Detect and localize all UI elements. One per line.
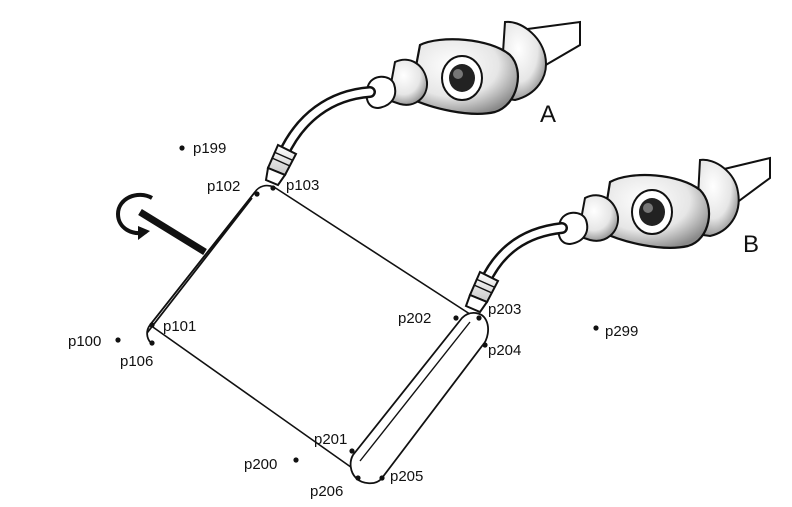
dot-p103	[270, 185, 276, 191]
dot-p199	[179, 145, 185, 151]
dot-p102	[254, 191, 260, 197]
dot-p202	[453, 315, 459, 321]
dot-p201	[349, 448, 355, 454]
robot-arm-a	[264, 20, 581, 187]
panel-outline	[149, 184, 477, 471]
label-p200: p200	[244, 456, 277, 473]
point-markers	[115, 145, 599, 481]
robot-arm-b	[464, 156, 771, 314]
point-labels: p199 p102 p103 p101 p100 p106 p202 p203 …	[68, 140, 638, 500]
dot-p100	[115, 337, 121, 343]
dot-p205	[379, 475, 385, 481]
label-p100: p100	[68, 333, 101, 350]
label-p204: p204	[488, 342, 521, 359]
arm-label-b: B	[743, 231, 759, 258]
dot-p204	[482, 342, 488, 348]
rotation-arrow-icon	[115, 192, 153, 240]
push-arrow-icon	[138, 209, 207, 255]
label-p201: p201	[314, 431, 347, 448]
dot-p200	[293, 457, 299, 463]
arm-label-a: A	[540, 101, 556, 128]
dot-p206	[355, 475, 361, 481]
label-p202: p202	[398, 310, 431, 327]
panel-left-edge	[146, 191, 256, 334]
label-p102: p102	[207, 178, 240, 195]
label-p203: p203	[488, 301, 521, 318]
label-p199: p199	[193, 140, 226, 157]
label-p205: p205	[390, 468, 423, 485]
label-p299: p299	[605, 323, 638, 340]
label-p206: p206	[310, 483, 343, 500]
label-p103: p103	[286, 177, 319, 194]
dot-p203	[476, 315, 482, 321]
panel-flange	[349, 312, 489, 485]
dot-p106	[149, 340, 155, 346]
panel-part	[146, 184, 489, 485]
dot-p299	[593, 325, 599, 331]
dot-p101	[149, 322, 155, 328]
label-p101: p101	[163, 318, 196, 335]
label-p106: p106	[120, 353, 153, 370]
